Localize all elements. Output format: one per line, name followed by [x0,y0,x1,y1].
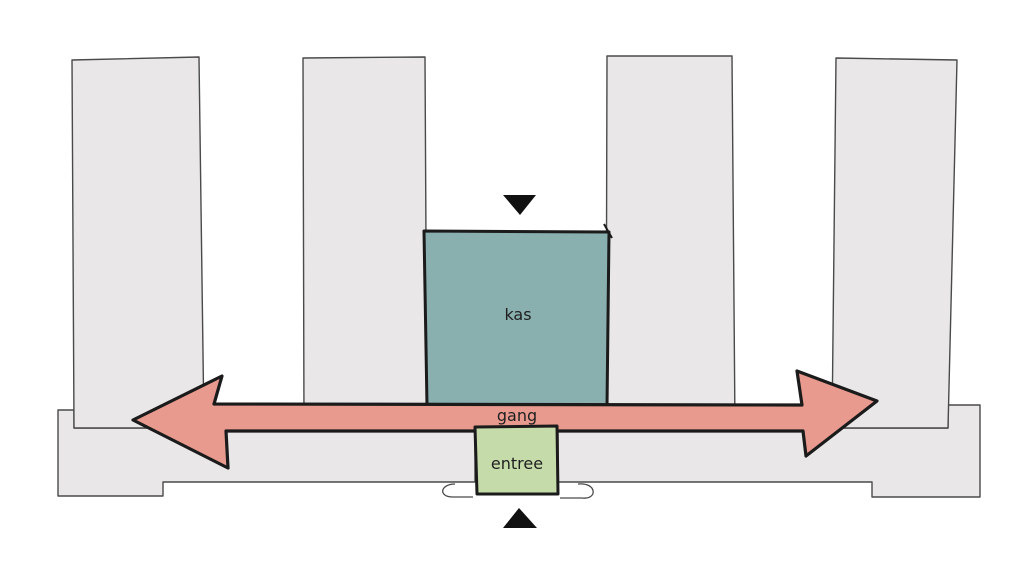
entrance-label: entree [491,454,543,473]
corridor-arrow-icon [131,369,879,470]
building-wing-1 [71,56,205,429]
greenhouse-label: kas [504,305,531,324]
building-wing-3 [605,55,736,429]
triangle-down-icon [503,195,536,215]
triangle-up-icon [503,508,537,528]
door-swing-right [560,483,594,499]
building-wing-2 [302,56,428,429]
door-swing-left [442,483,473,498]
entrance-block [473,424,560,496]
building-wing-4 [831,57,958,429]
greenhouse-sketch-mark [603,223,613,239]
corridor-label: gang [497,406,537,425]
